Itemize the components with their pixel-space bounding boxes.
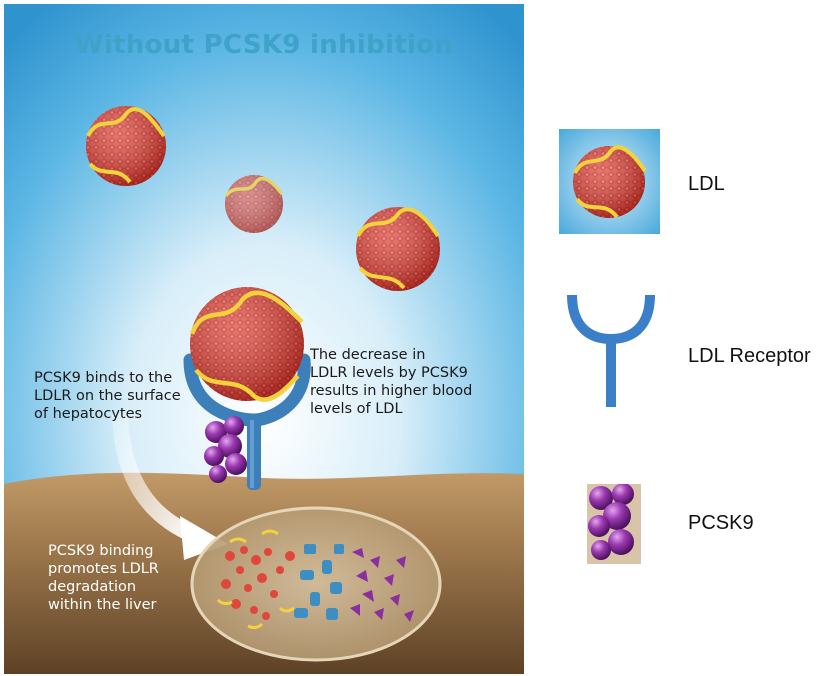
degradation-arrow	[112, 413, 228, 560]
ldl-receptor	[183, 353, 311, 490]
ldl-particle	[224, 175, 284, 233]
diagram-title: Without PCSK9 inhibition	[74, 30, 454, 60]
diagram-illustration	[4, 4, 524, 674]
ldl-particle-icon	[559, 129, 660, 234]
caption-pcsk9-binds: PCSK9 binds to the LDLR on the surface o…	[34, 369, 181, 423]
pcsk9-bound-cluster	[204, 416, 247, 483]
legend-label-pcsk9: PCSK9	[688, 512, 754, 534]
lysosome-vesicle	[190, 506, 442, 662]
caption-ldlr-degradation: PCSK9 binding promotes LDLR degradation …	[48, 542, 159, 614]
ldl-particle	[86, 106, 166, 186]
caption-line: levels of LDL	[310, 401, 403, 417]
caption-line: results in higher blood	[310, 383, 473, 399]
caption-line: of hepatocytes	[34, 406, 143, 422]
caption-line: degradation	[48, 579, 137, 595]
pcsk9-diagram-panel: Without PCSK9 inhibition PCSK9 binds to …	[4, 4, 524, 674]
caption-line: PCSK9 binding	[48, 543, 154, 559]
caption-line: LDLR levels by PCSK9	[310, 365, 468, 381]
caption-line: The decrease in	[310, 347, 426, 363]
pcsk9-protein-icon	[587, 484, 641, 564]
caption-ldlr-decrease: The decrease in LDLR levels by PCSK9 res…	[310, 346, 472, 418]
bound-ldl-particle	[189, 287, 304, 402]
ldl-particle	[356, 207, 440, 291]
caption-line: promotes LDLR	[48, 561, 159, 577]
caption-line: LDLR on the surface	[34, 388, 181, 404]
caption-line: within the liver	[48, 597, 157, 613]
legend-label-ldl: LDL	[688, 173, 725, 195]
legend-label-ldl-receptor: LDL Receptor	[688, 345, 811, 367]
ldl-receptor-icon	[567, 295, 655, 407]
caption-line: PCSK9 binds to the	[34, 370, 173, 386]
